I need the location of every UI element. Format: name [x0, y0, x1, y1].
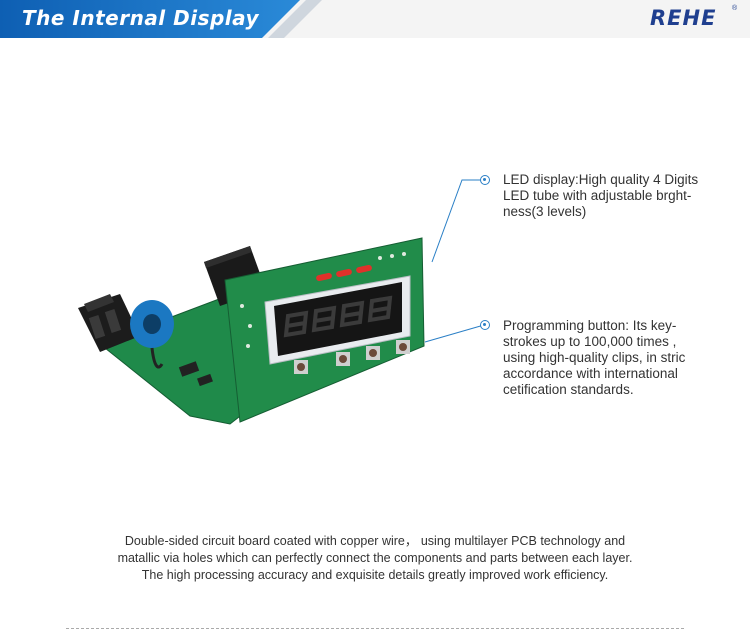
terminal-block — [78, 294, 140, 352]
callout-line: cetification standards. — [503, 382, 634, 397]
chip — [178, 361, 200, 377]
callout-line: Programming button: Its key- — [503, 318, 677, 333]
silkscreen-marks — [240, 252, 406, 348]
chip — [197, 373, 213, 387]
indicator-leds — [316, 264, 372, 282]
callout-line: LED tube with adjustable brght- — [503, 188, 692, 203]
current-transformer — [130, 300, 174, 369]
dashed-divider — [66, 628, 684, 629]
callout-line: strokes up to 100,000 times , — [503, 334, 677, 349]
seven-segment-digits — [283, 295, 393, 338]
registered-mark: ® — [732, 5, 738, 12]
brand-logo: REHE — [650, 6, 717, 30]
callout-marker-icon — [480, 175, 490, 185]
display-board — [224, 237, 425, 423]
callout-programming-button: Programming button: Its key- strokes up … — [503, 318, 685, 398]
description-caption: Double-sided circuit board coated with c… — [0, 533, 750, 584]
callout-line: LED display:High quality 4 Digits — [503, 172, 699, 187]
caption-line: The high processing accuracy and exquisi… — [141, 568, 609, 582]
banner-background — [0, 0, 322, 38]
caption-line: Double-sided circuit board coated with c… — [124, 534, 626, 548]
page-title: The Internal Display — [22, 6, 260, 30]
callout-line: accordance with international — [503, 366, 678, 381]
callout-led-display: LED display:High quality 4 Digits LED tu… — [503, 172, 698, 220]
callout-line: ness(3 levels) — [503, 204, 587, 219]
title-banner: The Internal Display — [0, 0, 322, 38]
callout-line: using high-quality clips, in stric — [503, 350, 686, 365]
callout-marker-icon — [480, 320, 490, 330]
caption-line: matallic via holes which can perfectly c… — [117, 551, 633, 565]
circuit-board-image — [78, 237, 425, 425]
programming-buttons — [294, 340, 410, 374]
